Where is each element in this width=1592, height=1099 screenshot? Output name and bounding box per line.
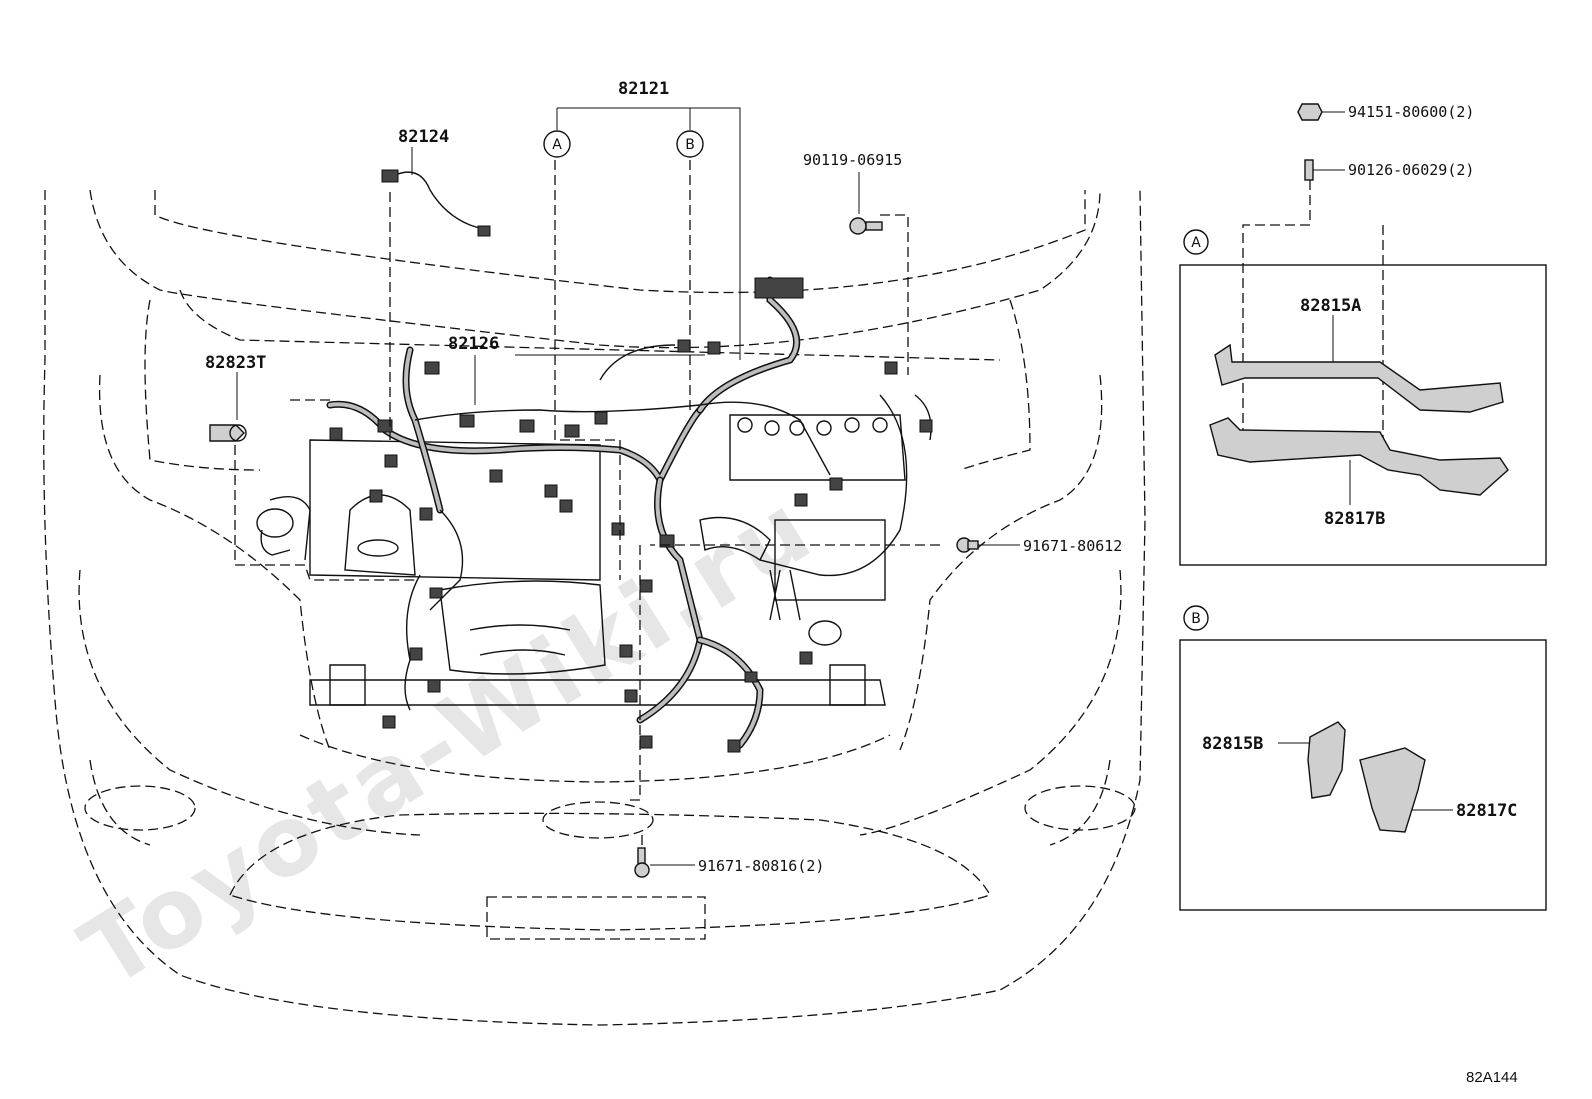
sub-harness-82124 bbox=[381, 169, 491, 237]
callout-82817C: 82817C bbox=[1456, 801, 1517, 821]
detail-a-panel: A 82815A 82817B bbox=[1179, 229, 1547, 566]
engine-bay bbox=[256, 414, 906, 706]
callout-82124: 82124 bbox=[398, 127, 449, 147]
clamp-82823T bbox=[209, 424, 247, 442]
callout-82817B: 82817B bbox=[1324, 509, 1385, 529]
callout-91671-80816: 91671-80816(2) bbox=[698, 857, 824, 875]
ref-circle-a: A bbox=[543, 130, 571, 158]
stud-90126-06029 bbox=[1304, 159, 1314, 181]
callout-82815B: 82815B bbox=[1202, 734, 1263, 754]
svg-text:B: B bbox=[685, 137, 695, 153]
bracket-82817B bbox=[1209, 417, 1509, 496]
leader-lines bbox=[236, 107, 1453, 866]
callout-82121: 82121 bbox=[618, 79, 669, 99]
svg-text:A: A bbox=[552, 137, 562, 153]
svg-text:A: A bbox=[1191, 235, 1201, 251]
bolt-90119-06915 bbox=[849, 217, 883, 235]
callout-90126-06029: 90126-06029(2) bbox=[1348, 161, 1474, 179]
watermark: Toyota-Wiki.ru bbox=[63, 471, 832, 1010]
engine-harness-82126 bbox=[269, 276, 933, 753]
callout-90119-06915: 90119-06915 bbox=[803, 151, 902, 169]
callout-94151-80600: 94151-80600(2) bbox=[1348, 103, 1474, 121]
ref-circle-b: B bbox=[676, 130, 704, 158]
vehicle-outline bbox=[43, 189, 1146, 1026]
bolt-91671-80612 bbox=[956, 537, 979, 553]
diagram-code: 82A144 bbox=[1466, 1069, 1518, 1086]
callout-82126: 82126 bbox=[448, 334, 499, 354]
callout-82823T: 82823T bbox=[205, 353, 266, 373]
callout-82815A: 82815A bbox=[1300, 296, 1361, 316]
bracket-82815B bbox=[1307, 721, 1346, 799]
bracket-82817C bbox=[1359, 747, 1426, 833]
bolt-91671-80816 bbox=[634, 847, 650, 878]
svg-text:B: B bbox=[1191, 611, 1201, 627]
assembly-lines bbox=[234, 160, 1384, 848]
detail-b-panel: B 82815B 82817C bbox=[1179, 605, 1547, 911]
bracket-82815A bbox=[1214, 343, 1504, 413]
nut-94151-80600 bbox=[1297, 103, 1323, 121]
callout-91671-80612: 91671-80612 bbox=[1023, 537, 1122, 555]
